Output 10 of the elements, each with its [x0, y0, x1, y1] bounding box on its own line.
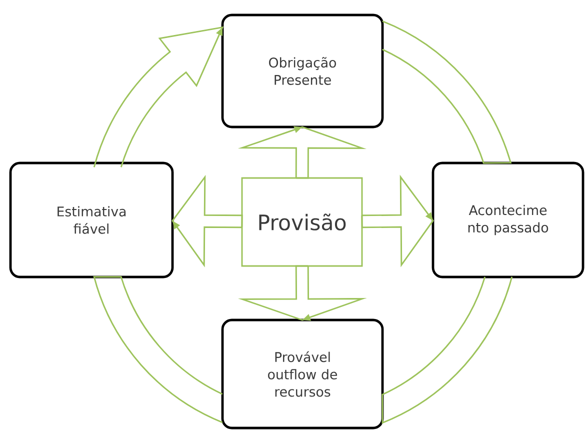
- rounded-box: Provável outflow de recursos: [221, 318, 384, 430]
- block-arrow: [238, 265, 367, 321]
- block-arrow: [238, 126, 367, 179]
- rounded-box: Obrigação Presente: [221, 14, 384, 128]
- rounded-box: Estimativa fiável: [9, 162, 174, 278]
- ring-arrow: [93, 26, 224, 168]
- block-arrow: [172, 174, 243, 268]
- block-arrow: [361, 174, 434, 268]
- center-box: Provisão: [241, 177, 363, 267]
- rounded-box: Acontecime nto passado: [432, 162, 584, 278]
